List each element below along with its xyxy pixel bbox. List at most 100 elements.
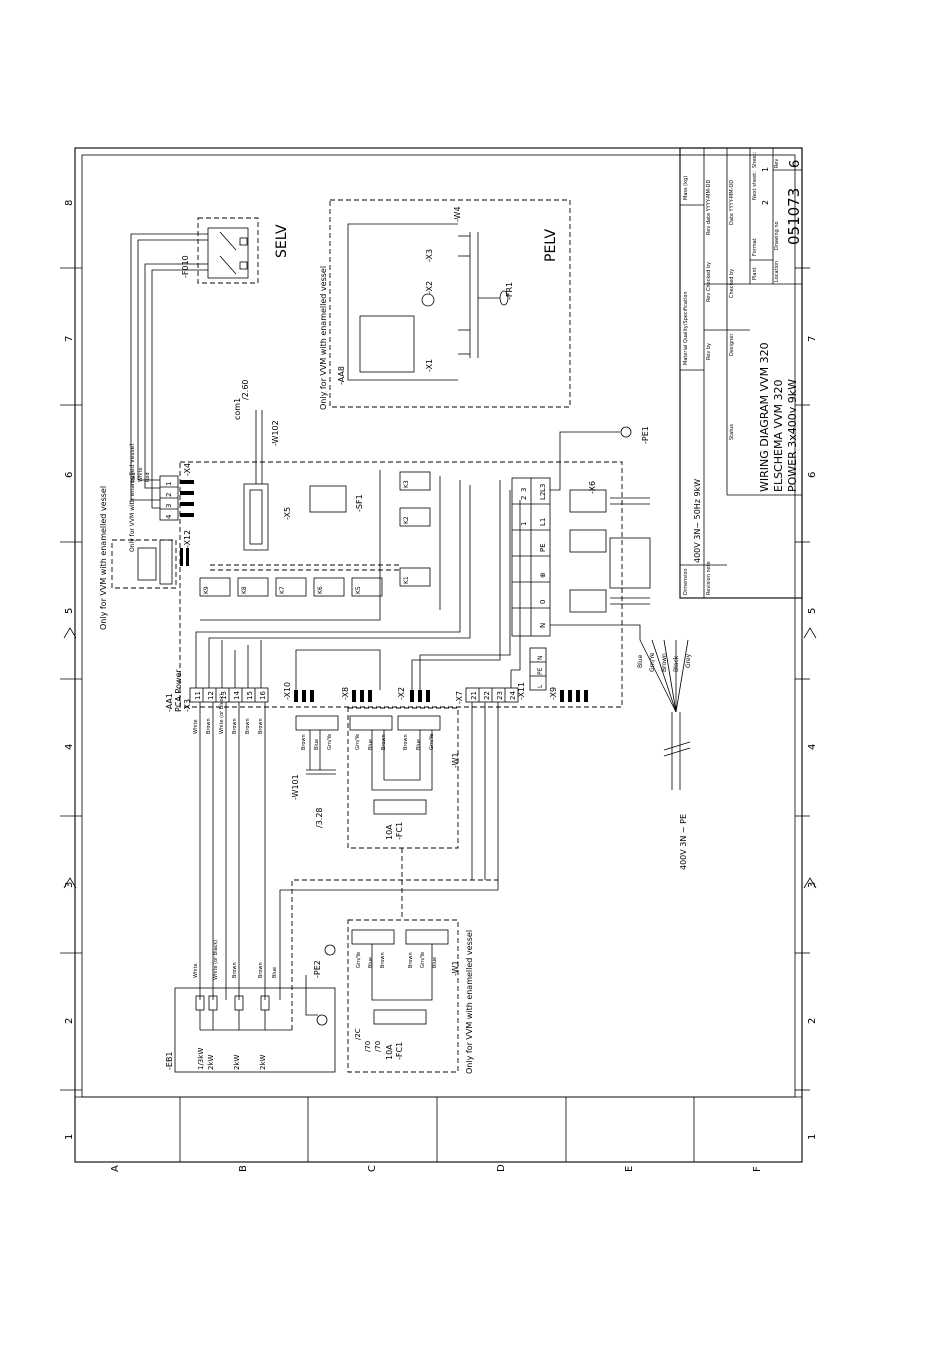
x3-color-4: Brown <box>232 718 238 734</box>
f010-label: -F010 <box>181 255 190 278</box>
aa8-x3-label: -X3 <box>425 249 434 262</box>
relay-k2: K2 <box>403 516 410 524</box>
pe2-label: -PE2 <box>313 960 322 978</box>
x10-label: -X10 <box>283 682 292 700</box>
relay-bank: K9 K8 K7 K6 K5 K1 K2 K3 <box>199 470 441 621</box>
relay-k7: K7 <box>279 586 286 594</box>
col-number-2: 2 <box>64 1018 75 1024</box>
title-block: Mass (kg) Material Quality/Specification… <box>679 147 803 599</box>
checked-label: Checked by <box>729 269 735 298</box>
only-vvm-aa8: Only for VVM with enamelled vessel <box>319 266 328 410</box>
rev-date-label: Rev date YYYY-MM-DD <box>706 180 712 235</box>
relay-k5: K5 <box>355 586 362 594</box>
outer-frame <box>74 147 803 1163</box>
row-letter-c: C <box>367 1165 378 1172</box>
term-1: 1 <box>520 522 528 526</box>
w1b-color-5: Grn/Ye <box>420 952 426 968</box>
x2-color-2: Blue <box>416 739 422 750</box>
x5-label: -X5 <box>283 507 292 520</box>
x3-color-1: White <box>193 719 199 734</box>
x3-pin-11: 11 <box>194 691 202 700</box>
x3-color-3: White (or Black) <box>219 694 225 734</box>
aa8-x1-label: -X1 <box>425 359 434 372</box>
x10-color-2: Blue <box>314 739 320 750</box>
x3-pin-13: 13 <box>220 691 228 700</box>
x11-pin-n: N <box>537 656 544 661</box>
w1-upper-label: -W1 <box>451 752 460 768</box>
term-pe: PE <box>539 543 547 552</box>
title-line-2: ELSCHEMA VVM 320 <box>772 379 785 492</box>
col-number-3: 3 <box>64 882 75 888</box>
com1-label: com1 <box>233 398 242 420</box>
mass-label: Mass (kg) <box>683 176 689 200</box>
col-number-r6: 6 <box>807 472 818 478</box>
col-number-6: 6 <box>64 472 75 478</box>
ref-70-a: /70 <box>364 1041 372 1052</box>
relay-k6: K6 <box>317 586 324 594</box>
term-3: 3 <box>520 488 528 492</box>
term-l1: L1 <box>539 518 547 526</box>
x8-label: -X8 <box>341 687 350 700</box>
x3-pin-14: 14 <box>233 691 241 700</box>
designer-label: Designer <box>729 333 735 356</box>
x4-pin-4: 4 <box>165 514 173 519</box>
cable-color-blue: Blue <box>637 654 644 668</box>
kw-2b: 2kW <box>233 1054 241 1070</box>
aa8-board: -AA8 PELV -X1 -X2 -X3 -W4 -FR1 Only for … <box>319 199 571 410</box>
pelv-label: PELV <box>543 228 559 262</box>
aa8-x2-label: -X2 <box>425 281 434 294</box>
relay-k9: K9 <box>203 586 210 594</box>
relay-k8: K8 <box>241 586 248 594</box>
cable-color-brown: Brown <box>661 653 668 672</box>
drawing-number: 051073 <box>785 188 803 245</box>
term-n: N <box>539 623 547 628</box>
x4-pin-2: 2 <box>165 493 173 497</box>
x4-connector: -X4 1 2 3 4 Red White Red <box>131 463 194 521</box>
status-label: Status <box>729 424 735 440</box>
supply-label: 400V 3N ~ PE <box>679 814 688 870</box>
x2-label: -X2 <box>397 687 406 700</box>
x9-connector: -X9 <box>549 687 588 702</box>
material-label: Material Quality/Specification <box>683 291 689 365</box>
x3-color-2: Brown <box>206 718 212 734</box>
eb1-color-3: Brown <box>232 962 238 978</box>
col-number-r3: 3 <box>807 882 818 888</box>
dimension-value: 400V 3N~ 50Hz 9kW <box>693 479 702 563</box>
term-earth: ⊕ <box>539 572 547 578</box>
row-grid <box>179 1097 695 1162</box>
col-number-r2: 2 <box>807 1018 818 1024</box>
row-letter-b: B <box>238 1165 249 1172</box>
x7-pin-23: 23 <box>496 691 504 700</box>
eb1-color-1: White <box>193 963 199 978</box>
sf1-switch: -SF1 <box>309 485 364 513</box>
kw-2c: 2kW <box>259 1054 267 1070</box>
kw-2a: 2kW <box>207 1054 215 1070</box>
relay-k1: K1 <box>403 576 410 584</box>
eb1-label: -EB1 <box>165 1051 174 1070</box>
only-vvm-fc1: Only for VVM with enamelled vessel <box>465 930 474 1074</box>
fc1-upper: -W1 10A -FC1 <box>347 707 460 849</box>
sheet-value: 1 <box>761 167 770 172</box>
x11-pin-pe: PE <box>537 667 544 675</box>
w1b-color-1: Grn/Ye <box>356 952 362 968</box>
x7-pin-24: 24 <box>509 691 517 700</box>
cable-color-grnye: Grn/Ye <box>649 652 656 672</box>
plant-label: Plant <box>752 267 758 280</box>
dimension-label: Dimension <box>683 568 689 595</box>
x7-connector: -X7 21 22 23 24 <box>279 500 521 1000</box>
title-line-3: POWER 3x400v 9kW <box>786 379 799 492</box>
w101-label: -W101 <box>291 774 300 800</box>
x7-pin-22: 22 <box>483 691 491 700</box>
w1b-color-2: Blue <box>368 957 374 968</box>
x10-connector: -X10 Brown Blue Grn/Ye -W101 /3.28 <box>283 649 381 828</box>
x2-connector: -X2 Brown Blue Grn/Ye <box>397 480 511 750</box>
eb1-color-5: Blue <box>272 967 278 978</box>
x11-label: -X11 <box>517 682 526 700</box>
x4-label: -X4 <box>183 463 192 476</box>
w1b-color-4: Brown <box>408 952 414 968</box>
x3-color-5: Brown <box>245 718 251 734</box>
ref-2c: /2C <box>354 1028 362 1040</box>
row-letter-d: D <box>496 1164 507 1172</box>
